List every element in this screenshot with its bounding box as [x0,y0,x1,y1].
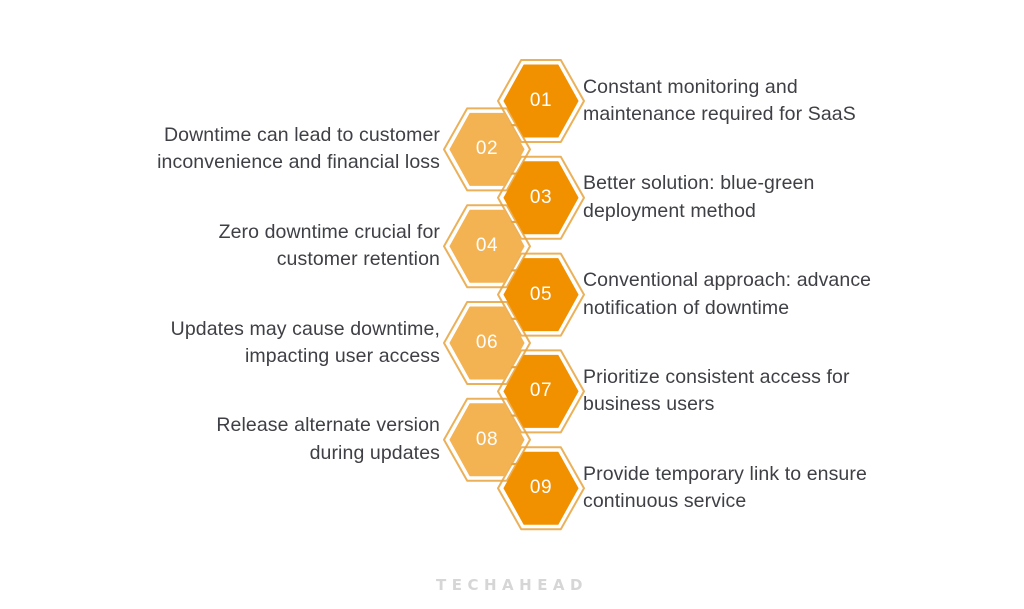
process-step-02: Downtime can lead to customer inconvenie… [110,111,440,187]
chain-connector [477,172,551,175]
chain-connector [477,414,551,417]
hexagon-06 [449,306,525,380]
footer-logo: TECHAHEAD [0,576,1024,595]
hexagon-outline-06 [443,301,531,385]
hexagon-08 [449,403,525,477]
hexagon-outline-04 [443,204,531,289]
step-text-05: Conventional approach: advance notificat… [583,269,872,319]
hexagon-outline-02 [443,107,531,192]
process-step-09: Provide temporary link to ensure continu… [583,450,913,526]
process-step-01: Constant monitoring and maintenance requ… [583,63,913,139]
step-text-08: Release alternate version during updates [216,414,440,464]
chain-connector [477,269,551,272]
process-step-07: Prioritize consistent access for busines… [583,353,913,429]
hexagon-outline-03 [497,155,585,240]
hexagon-05 [503,258,579,332]
process-step-06: Updates may cause downtime, impacting us… [110,305,440,381]
step-text-09: Provide temporary link to ensure continu… [583,462,867,513]
hexagon-09 [503,451,579,525]
step-text-06: Updates may cause downtime, impacting us… [170,317,440,368]
step-text-04: Zero downtime crucial for customer reten… [218,220,440,271]
process-step-03: Better solution: blue-green deployment m… [583,160,913,236]
hexagon-07 [503,354,579,428]
hexagon-01 [503,64,579,138]
techahead-wordmark: TECHAHEAD [435,576,588,594]
chain-connector [477,220,551,224]
hexagon-outline-01 [497,59,585,143]
hexagon-outline-05 [497,252,585,337]
chain-connector [477,317,551,320]
hexagon-03 [503,161,579,235]
hexagon-04 [449,209,525,283]
chain-connector [477,124,551,127]
step-text-07: Prioritize consistent access for busines… [583,365,850,416]
chain-connector [477,366,551,369]
step-text-02: Downtime can lead to customer inconvenie… [157,123,440,174]
process-step-04: Zero downtime crucial for customer reten… [110,208,440,284]
hexagon-outline-08 [443,397,531,482]
step-text-03: Better solution: blue-green deployment m… [583,172,815,222]
hexagon-outline-07 [497,349,585,434]
chain-connector [477,462,551,466]
process-step-05: Conventional approach: advance notificat… [583,257,913,333]
hexagon-02 [449,112,525,186]
step-text-01: Constant monitoring and maintenance requ… [583,75,856,126]
process-step-08: Release alternate version during updates [110,402,440,478]
hexagon-outline-09 [497,446,585,531]
